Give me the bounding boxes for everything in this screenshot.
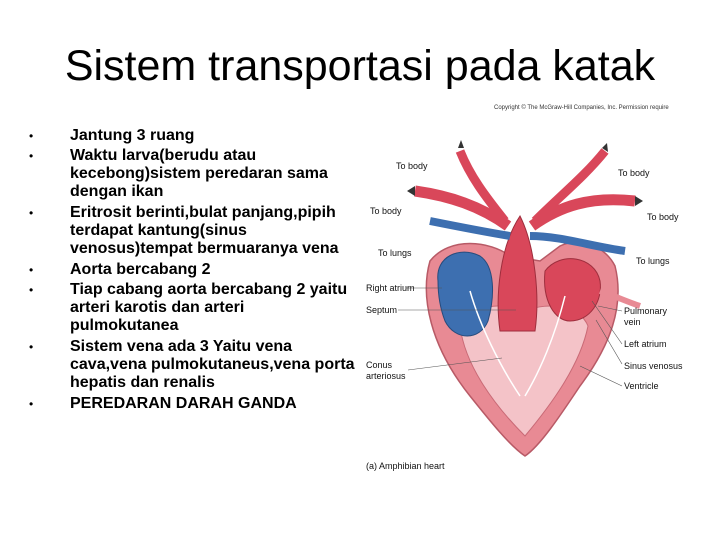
label-sinus-venosus: Sinus venosus [624, 361, 683, 371]
label-conus-2: arteriosus [366, 371, 406, 381]
bullet-text: Aorta bercabang 2 [70, 261, 211, 278]
artery-left-lungs [429, 217, 511, 240]
bullet-text: Waktu larva(berudu atau kecebong)sistem … [70, 147, 328, 200]
flow-arrow-icon [469, 290, 521, 397]
flow-arrow-icon [524, 295, 566, 397]
artery-right-lungs [529, 232, 626, 255]
label-to-body: To body [618, 168, 650, 178]
bullet-text: Tiap cabang aorta bercabang 2 yaitu arte… [70, 281, 348, 334]
bullet-text: Sistem vena ada 3 Yaitu vena cava,vena p… [70, 338, 355, 391]
bullet-text: Jantung 3 ruang [70, 127, 195, 144]
pulmonary-vein [599, 288, 641, 309]
bullet-item: • Waktu larva(berudu atau kecebong)sistem… [26, 147, 356, 201]
bullet-text: PEREDARAN DARAH GANDA [70, 395, 297, 412]
label-conus: Conus [366, 360, 393, 370]
bullet-item: • Tiap cabang aorta bercabang 2 yaitu art… [26, 281, 356, 335]
figure-caption: (a) Amphibian heart [366, 461, 445, 471]
bullet-dot: • [29, 129, 34, 143]
artery-up-right [531, 148, 609, 225]
arrowhead-icon [407, 186, 415, 196]
artery-up-left [455, 149, 509, 224]
bullet-dot: • [29, 283, 34, 297]
bullet-dot: • [29, 206, 34, 220]
label-septum: Septum [366, 305, 397, 315]
bullet-dot: • [29, 263, 34, 277]
bullet-item: • Sistem vena ada 3 Yaitu vena cava,vena … [26, 338, 356, 392]
conus-arteriosus [497, 215, 538, 332]
slide-title: Sistem transportasi pada katak [64, 42, 656, 90]
arrowhead-icon [602, 143, 608, 152]
label-to-body: To body [647, 212, 679, 222]
bullet-dot: • [29, 149, 34, 163]
label-to-body: To body [396, 161, 428, 171]
amphibian-heart-figure: Copyright © The McGraw-Hill Companies, I… [366, 104, 683, 471]
copyright-notice: Copyright © The McGraw-Hill Companies, I… [494, 104, 669, 111]
label-pulmonary-vein: Pulmonary [624, 306, 668, 316]
bullet-dot: • [29, 340, 34, 354]
right-atrium-shape [437, 251, 493, 337]
bullet-dot: • [29, 397, 34, 411]
arrowhead-icon [458, 140, 464, 148]
label-to-lungs: To lungs [636, 256, 670, 266]
label-to-body: To body [370, 206, 402, 216]
bullet-text: Eritrosit berinti,bulat panjang,pipih te… [70, 204, 339, 257]
bullet-list: • Jantung 3 ruang • Waktu larva(berudu ata… [26, 127, 356, 413]
label-pulmonary-vein-2: vein [624, 317, 641, 327]
leader-lines [398, 287, 623, 387]
arrowhead-icon [635, 196, 643, 206]
bullet-item: • Jantung 3 ruang [26, 127, 356, 145]
label-to-lungs: To lungs [378, 248, 412, 258]
bullet-item: • Aorta bercabang 2 [26, 261, 356, 279]
label-right-atrium: Right atrium [366, 283, 415, 293]
label-left-atrium: Left atrium [624, 339, 667, 349]
bullet-item: • PEREDARAN DARAH GANDA [26, 395, 356, 413]
bullet-item: • Eritrosit berinti,bulat panjang,pipih t… [26, 204, 356, 258]
label-ventricle: Ventricle [624, 381, 659, 391]
